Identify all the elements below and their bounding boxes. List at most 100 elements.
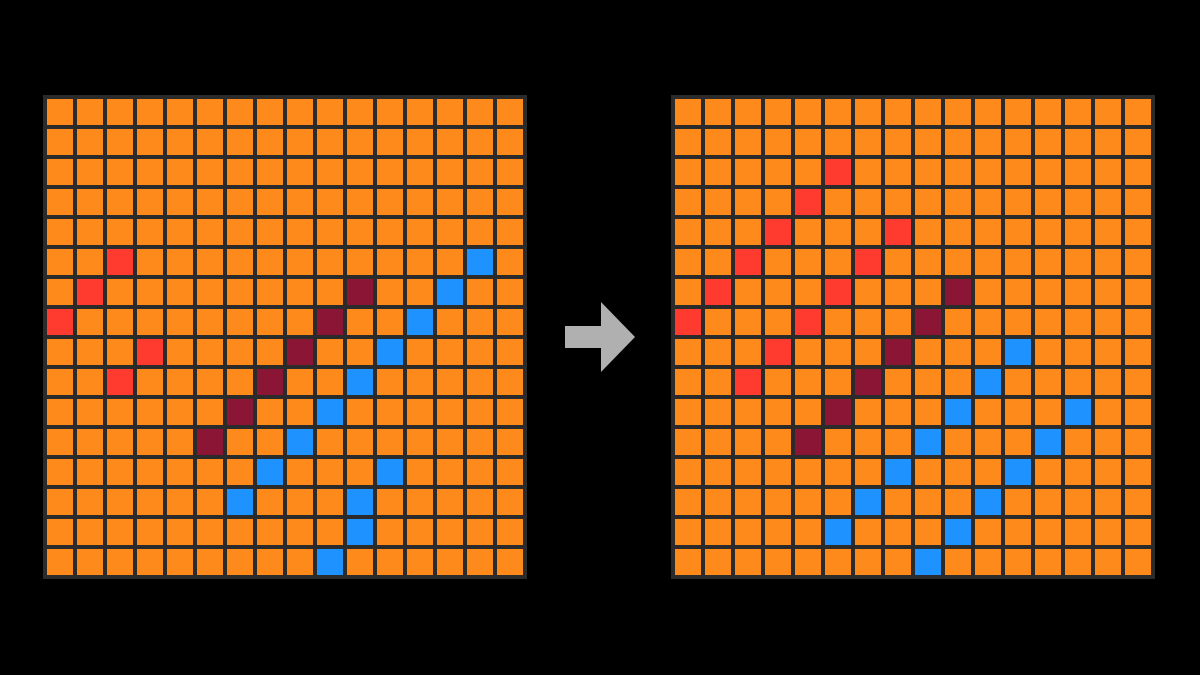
output-cell-r4-c1: [705, 219, 731, 245]
input-cell-r3-c10: [347, 189, 373, 215]
output-cell-r7-c9: [945, 309, 971, 335]
input-cell-r12-c12: [407, 459, 433, 485]
output-cell-r10-c3: [765, 399, 791, 425]
input-cell-r11-c11: [377, 429, 403, 455]
output-cell-r12-c8: [915, 459, 941, 485]
output-cell-r10-c9: [945, 399, 971, 425]
output-cell-r11-c15: [1125, 429, 1151, 455]
input-cell-r6-c8: [287, 279, 313, 305]
input-cell-r5-c2: [107, 249, 133, 275]
output-cell-r7-c10: [975, 309, 1001, 335]
output-cell-r3-c15: [1125, 189, 1151, 215]
output-cell-r2-c7: [885, 159, 911, 185]
output-cell-r10-c6: [855, 399, 881, 425]
output-cell-r8-c13: [1065, 339, 1091, 365]
output-cell-r13-c6: [855, 489, 881, 515]
input-cell-r10-c6: [227, 399, 253, 425]
output-cell-r5-c14: [1095, 249, 1121, 275]
output-cell-r2-c14: [1095, 159, 1121, 185]
output-cell-r11-c0: [675, 429, 701, 455]
input-cell-r11-c9: [317, 429, 343, 455]
output-cell-r14-c10: [975, 519, 1001, 545]
output-cell-r5-c3: [765, 249, 791, 275]
input-cell-r10-c0: [47, 399, 73, 425]
input-cell-r14-c13: [437, 519, 463, 545]
output-cell-r9-c8: [915, 369, 941, 395]
output-cell-r13-c12: [1035, 489, 1061, 515]
output-cell-r4-c6: [855, 219, 881, 245]
input-cell-r9-c4: [167, 369, 193, 395]
output-cell-r9-c1: [705, 369, 731, 395]
input-cell-r4-c0: [47, 219, 73, 245]
input-cell-r15-c9: [317, 549, 343, 575]
output-cell-r9-c2: [735, 369, 761, 395]
input-cell-r7-c14: [467, 309, 493, 335]
output-cell-r15-c6: [855, 549, 881, 575]
output-cell-r9-c4: [795, 369, 821, 395]
output-cell-r6-c15: [1125, 279, 1151, 305]
output-cell-r6-c5: [825, 279, 851, 305]
output-cell-r12-c0: [675, 459, 701, 485]
input-cell-r8-c0: [47, 339, 73, 365]
input-cell-r9-c2: [107, 369, 133, 395]
output-cell-r5-c11: [1005, 249, 1031, 275]
output-cell-r4-c2: [735, 219, 761, 245]
input-cell-r9-c11: [377, 369, 403, 395]
input-cell-r10-c9: [317, 399, 343, 425]
input-cell-r11-c8: [287, 429, 313, 455]
output-cell-r8-c2: [735, 339, 761, 365]
input-cell-r4-c7: [257, 219, 283, 245]
output-cell-r12-c3: [765, 459, 791, 485]
output-cell-r11-c6: [855, 429, 881, 455]
input-cell-r13-c9: [317, 489, 343, 515]
output-cell-r10-c10: [975, 399, 1001, 425]
input-cell-r6-c10: [347, 279, 373, 305]
output-cell-r12-c12: [1035, 459, 1061, 485]
output-cell-r15-c1: [705, 549, 731, 575]
output-cell-r13-c9: [945, 489, 971, 515]
input-cell-r7-c6: [227, 309, 253, 335]
output-cell-r7-c12: [1035, 309, 1061, 335]
output-cell-r6-c9: [945, 279, 971, 305]
input-cell-r14-c10: [347, 519, 373, 545]
input-cell-r1-c14: [467, 129, 493, 155]
input-cell-r8-c15: [497, 339, 523, 365]
input-cell-r0-c13: [437, 99, 463, 125]
input-cell-r2-c5: [197, 159, 223, 185]
input-cell-r15-c8: [287, 549, 313, 575]
input-cell-r6-c1: [77, 279, 103, 305]
input-cell-r9-c5: [197, 369, 223, 395]
input-cell-r5-c3: [137, 249, 163, 275]
input-cell-r5-c15: [497, 249, 523, 275]
output-cell-r10-c13: [1065, 399, 1091, 425]
input-cell-r11-c4: [167, 429, 193, 455]
output-cell-r0-c5: [825, 99, 851, 125]
output-cell-r9-c7: [885, 369, 911, 395]
output-cell-r12-c2: [735, 459, 761, 485]
output-cell-r11-c13: [1065, 429, 1091, 455]
input-cell-r6-c14: [467, 279, 493, 305]
input-cell-r9-c8: [287, 369, 313, 395]
input-cell-r5-c7: [257, 249, 283, 275]
input-cell-r2-c12: [407, 159, 433, 185]
input-cell-r6-c7: [257, 279, 283, 305]
output-cell-r15-c3: [765, 549, 791, 575]
input-cell-r9-c13: [437, 369, 463, 395]
input-cell-r9-c1: [77, 369, 103, 395]
input-cell-r1-c2: [107, 129, 133, 155]
output-cell-r15-c5: [825, 549, 851, 575]
input-cell-r4-c1: [77, 219, 103, 245]
input-cell-r2-c3: [137, 159, 163, 185]
input-cell-r6-c15: [497, 279, 523, 305]
input-cell-r9-c9: [317, 369, 343, 395]
output-cell-r1-c7: [885, 129, 911, 155]
input-cell-r15-c1: [77, 549, 103, 575]
input-cell-r13-c14: [467, 489, 493, 515]
output-cell-r6-c8: [915, 279, 941, 305]
input-cell-r7-c10: [347, 309, 373, 335]
input-cell-r3-c13: [437, 189, 463, 215]
output-cell-r5-c2: [735, 249, 761, 275]
output-cell-r1-c11: [1005, 129, 1031, 155]
input-cell-r3-c6: [227, 189, 253, 215]
output-cell-r2-c9: [945, 159, 971, 185]
